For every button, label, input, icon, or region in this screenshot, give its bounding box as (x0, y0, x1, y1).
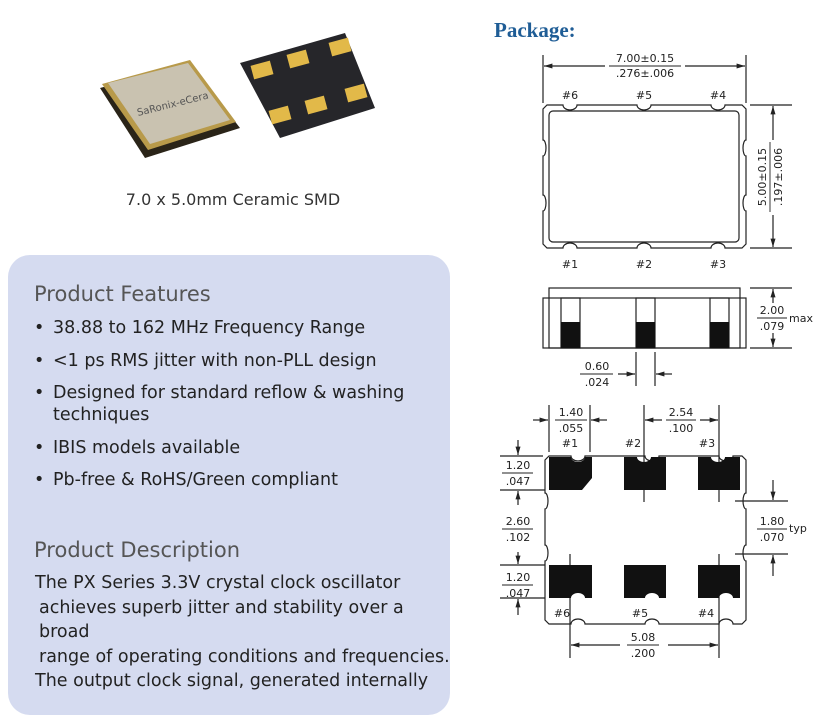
description-line: The PX Series 3.3V crystal clock oscilla… (35, 573, 401, 593)
pin-label: #6 (562, 89, 578, 102)
package-title: Package: (494, 18, 576, 42)
pin-label: #2 (625, 437, 641, 450)
dim-pad-in: .024 (585, 376, 610, 389)
dim-height-mm: 5.00±0.15 (756, 148, 769, 206)
dim-pitch-mm: 2.54 (669, 406, 694, 419)
pin-label: #4 (698, 607, 714, 620)
features-heading: Product Features (34, 282, 211, 306)
dim-height-in: .197±.006 (772, 148, 785, 206)
pad-1 (549, 457, 592, 490)
dim-notch-note: typ (789, 522, 807, 535)
pin-label: #1 (562, 437, 578, 450)
dim-side-height-note: max (789, 312, 813, 325)
feature-item: <1 ps RMS jitter with non-PLL design (34, 350, 433, 372)
description-line: range of operating conditions and freque… (39, 646, 450, 667)
pad-3 (698, 457, 740, 490)
pad-6 (549, 565, 592, 598)
features-list: 38.88 to 162 MHz Frequency Range <1 ps R… (34, 317, 433, 502)
pin-label: #6 (554, 607, 570, 620)
top-view-outline (542, 104, 747, 249)
pin-label: #1 (562, 258, 578, 271)
pin-label: #4 (710, 89, 726, 102)
description-heading: Product Description (34, 538, 241, 562)
pad-5 (624, 565, 666, 598)
dim-pad-height2-mm: 1.20 (506, 571, 531, 584)
pin-label: #5 (632, 607, 648, 620)
dim-pad-width-in: .055 (559, 422, 584, 435)
pin-label: #5 (636, 89, 652, 102)
pads (549, 322, 740, 598)
feature-item: Designed for standard reflow & washing t… (34, 382, 433, 426)
product-info-panel: Product Features 38.88 to 162 MHz Freque… (8, 255, 450, 715)
dim-side-height-in: .079 (760, 320, 785, 333)
description-line: achieves superb jitter and stability ove… (39, 597, 404, 643)
dim-pitch-in: .100 (669, 422, 694, 435)
dim-pad-height-mm: 1.20 (506, 459, 531, 472)
pin-label: #2 (636, 258, 652, 271)
dim-span-mm: 5.08 (631, 631, 656, 644)
pad-4 (698, 565, 740, 598)
dim-width-in: .276±.006 (616, 67, 674, 80)
pin-label: #3 (699, 437, 715, 450)
dim-width-mm: 7.00±0.15 (616, 52, 674, 65)
dim-gap-mm: 2.60 (506, 515, 531, 528)
pin-label: #3 (710, 258, 726, 271)
dim-side-height-mm: 2.00 (760, 304, 785, 317)
feature-item: IBIS models available (34, 437, 433, 459)
dim-pad-width-mm: 1.40 (559, 406, 584, 419)
feature-item: Pb-free & RoHS/Green compliant (34, 469, 433, 491)
photo-caption: 7.0 x 5.0mm Ceramic SMD (125, 190, 341, 209)
feature-item: 38.88 to 162 MHz Frequency Range (34, 317, 433, 339)
dim-span-in: .200 (631, 647, 656, 660)
chip-bottom-image (240, 33, 375, 138)
dim-pad-height-in: .047 (506, 475, 531, 488)
description-text: The PX Series 3.3V crystal clock oscilla… (35, 571, 455, 694)
dim-pad-mm: 0.60 (585, 360, 610, 373)
product-photo: SaRonix-eCera (100, 33, 375, 158)
chip-top-image: SaRonix-eCera (100, 60, 240, 158)
pad-2 (624, 457, 666, 490)
dim-pad-height2-in: .047 (506, 587, 531, 600)
package-drawing: 7.00±0.15 .276±.006 5.00±0.15 .197±.006 … (500, 52, 813, 660)
dim-notch-mm: 1.80 (760, 515, 785, 528)
dim-notch-in: .070 (760, 531, 785, 544)
dim-gap-in: .102 (506, 531, 531, 544)
